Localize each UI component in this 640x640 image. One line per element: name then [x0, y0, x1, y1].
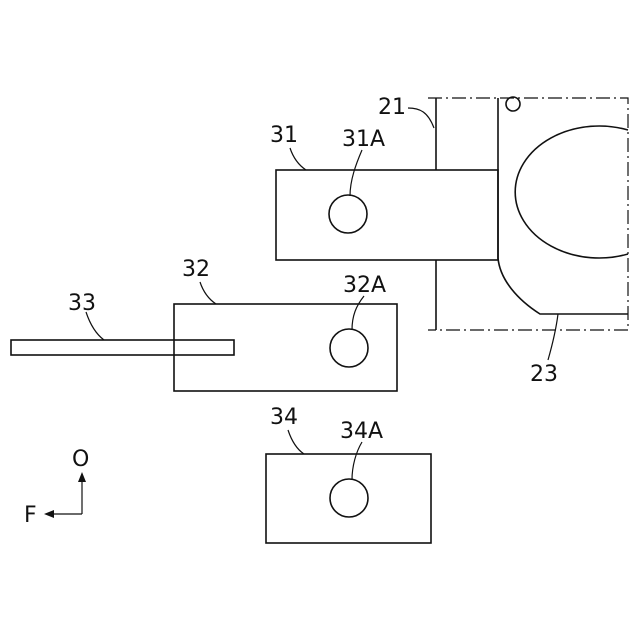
label-34: 34: [270, 405, 298, 430]
block-34: [266, 454, 431, 543]
part-23: [498, 97, 628, 314]
label-21: 21: [378, 95, 406, 120]
label-33: 33: [68, 291, 96, 316]
hole-31A: [329, 195, 367, 233]
orientation-axes: O F: [24, 447, 89, 528]
label-32: 32: [182, 257, 210, 282]
label-34A: 34A: [340, 419, 383, 444]
arrow-up-icon: [78, 472, 86, 482]
hole-32A: [330, 329, 368, 367]
label-31A: 31A: [342, 127, 385, 152]
bar-33: [11, 340, 234, 355]
label-32A: 32A: [343, 273, 386, 298]
axis-label-up: O: [72, 447, 89, 472]
block-32: [174, 304, 397, 391]
label-31: 31: [270, 123, 298, 148]
axis-label-left: F: [24, 503, 37, 528]
housing-outline: [428, 98, 628, 330]
hole-34A: [330, 479, 368, 517]
block-31: [276, 170, 498, 260]
arrow-left-icon: [44, 510, 54, 518]
leader-lines: [86, 108, 558, 480]
label-23: 23: [530, 362, 558, 387]
